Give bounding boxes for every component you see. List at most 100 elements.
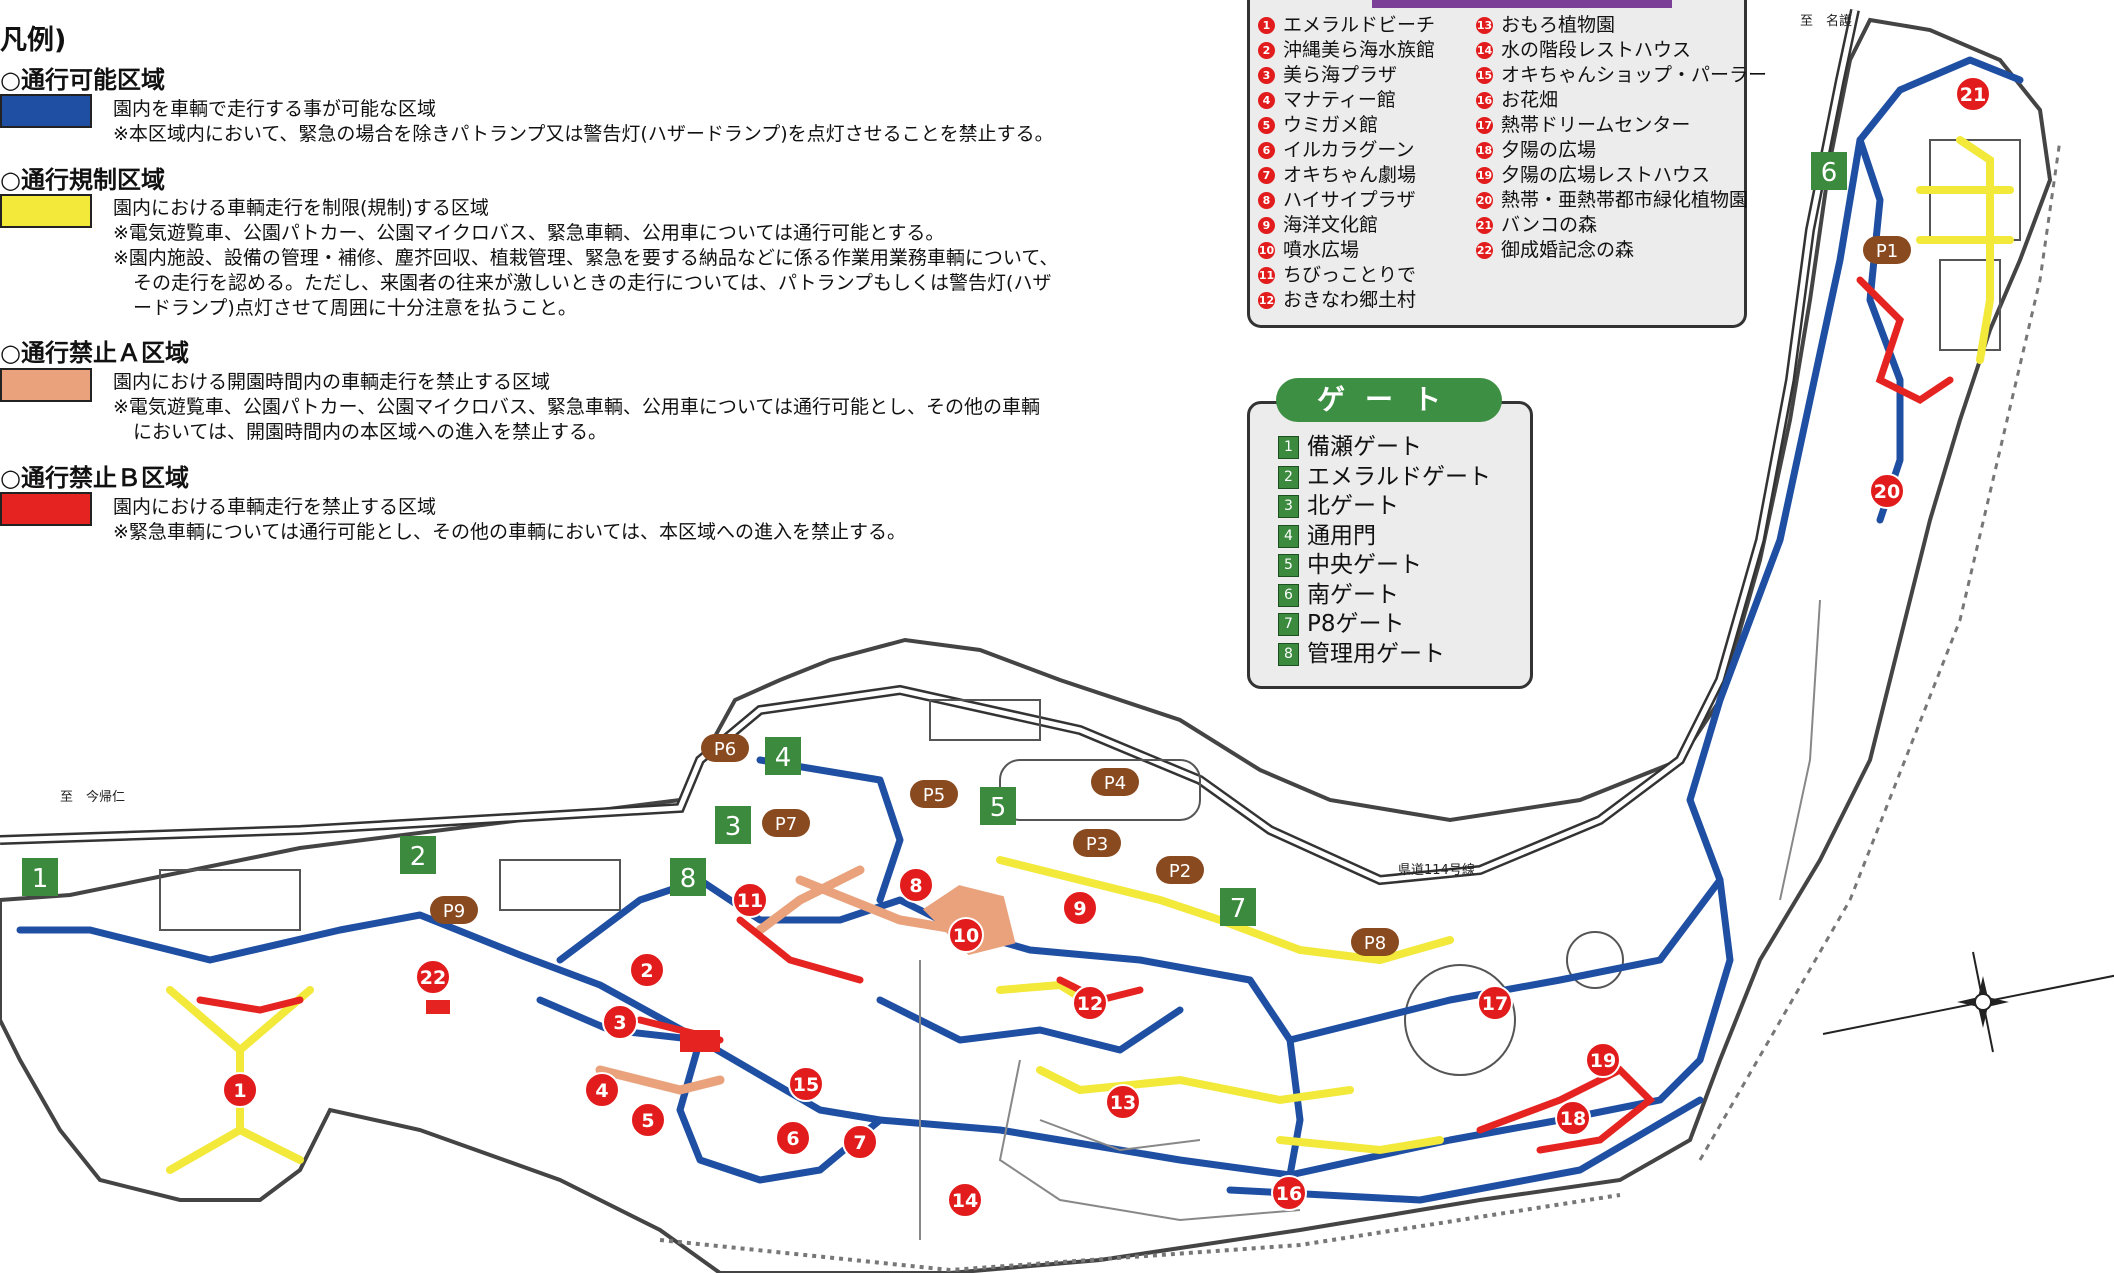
gate-marker[interactable]: 8 (670, 858, 706, 896)
gate-marker[interactable]: 4 (765, 737, 801, 775)
facility-marker[interactable]: 18 (1555, 1100, 1591, 1136)
facility-marker[interactable]: 19 (1585, 1042, 1621, 1078)
facility-marker-label: 19 (1590, 1050, 1616, 1072)
shore-hatch (659, 1193, 1621, 1273)
coastline (0, 17, 2053, 1273)
gate-marker[interactable]: 6 (1811, 152, 1847, 190)
parking-marker[interactable]: P8 (1351, 928, 1399, 956)
gate-label: 備瀬ゲート (1307, 434, 1422, 460)
facility-marker[interactable]: 2 (629, 952, 665, 988)
gate-marker[interactable]: 2 (400, 836, 436, 874)
facility-marker[interactable]: 20 (1869, 473, 1905, 509)
parking-marker[interactable]: P2 (1156, 856, 1204, 884)
parking-marker[interactable]: P3 (1073, 829, 1121, 857)
gate-marker[interactable]: 7 (1220, 888, 1256, 926)
facility-marker-label: 8 (909, 875, 922, 897)
zone-swatch-blue (0, 94, 92, 128)
zone-desc: ※電気遊覧車、公園パトカー、公園マイクロバス、緊急車輌、公用車については通行可能… (113, 396, 1040, 418)
facility-label: 海洋文化館 (1283, 214, 1379, 236)
gate-marker[interactable]: 1 (22, 858, 58, 896)
gate-label: 南ゲート (1307, 581, 1399, 608)
zone-desc: ※緊急車輌については通行可能とし、その他の車輌においては、本区域への進入を禁止す… (113, 521, 907, 543)
zone-desc: その走行を認める。ただし、来園者の往来が激しいときの走行については、パトランプも… (133, 272, 1052, 294)
parking-marker[interactable]: P6 (701, 734, 749, 762)
zone-swatch-yellow (0, 194, 92, 228)
zone-heading-prohibited-b: ○通行禁止Ｂ区域 (0, 464, 189, 492)
facility-number-badge: 4 (1258, 92, 1275, 109)
facility-marker[interactable]: 22 (415, 959, 451, 995)
facility-number-badge: 2 (1258, 42, 1275, 59)
legend-title: 凡例) (0, 25, 67, 56)
facility-marker-label: 3 (613, 1012, 626, 1034)
gate-marker[interactable]: 5 (980, 787, 1016, 825)
facility-marker[interactable]: 6 (775, 1120, 811, 1156)
facility-marker[interactable]: 9 (1062, 890, 1098, 926)
facility-number-badge: 9 (1258, 217, 1275, 234)
facility-marker[interactable]: 16 (1271, 1175, 1307, 1211)
gate-number-badge: 1 (1278, 436, 1299, 460)
facility-list-header (1372, 0, 1672, 8)
parking-marker[interactable]: P9 (430, 896, 478, 924)
zone-heading-passable: ○通行可能区域 (0, 66, 165, 94)
gate-number-badge: 7 (1278, 613, 1299, 637)
facility-marker[interactable]: 5 (630, 1102, 666, 1138)
facility-list-item: 16 お花畑 (1476, 88, 1767, 113)
gate-marker-label: 6 (1821, 158, 1838, 188)
facility-number-badge: 10 (1258, 242, 1275, 259)
gate-label: 管理用ゲート (1307, 640, 1445, 667)
facility-marker-label: 10 (953, 925, 979, 947)
facility-label: お花畑 (1501, 89, 1559, 111)
facility-marker[interactable]: 14 (947, 1182, 983, 1218)
parking-marker-label: P7 (775, 814, 797, 835)
facility-marker[interactable]: 7 (842, 1124, 878, 1160)
road-label: 県道114号線 (1398, 862, 1475, 878)
facility-marker[interactable]: 11 (732, 882, 768, 918)
gate-number-badge: 2 (1278, 465, 1299, 489)
parking-marker-label: P5 (923, 785, 945, 806)
facility-marker-label: 17 (1482, 993, 1508, 1015)
gate-marker[interactable]: 3 (715, 806, 751, 844)
parking-marker[interactable]: P4 (1091, 768, 1139, 796)
facility-number-badge: 16 (1476, 92, 1493, 109)
facility-marker[interactable]: 1 (222, 1072, 258, 1108)
gate-list-item: 1 備瀬ゲート (1278, 433, 1491, 463)
facility-marker[interactable]: 3 (602, 1004, 638, 1040)
facility-marker[interactable]: 8 (898, 867, 934, 903)
parking-marker[interactable]: P7 (762, 809, 810, 837)
parking-marker[interactable]: P5 (910, 780, 958, 808)
facility-marker[interactable]: 10 (948, 917, 984, 953)
facility-marker[interactable]: 4 (584, 1072, 620, 1108)
gate-marker-label: 4 (775, 743, 792, 773)
gate-marker-label: 1 (32, 864, 49, 894)
roads-prohibited-b (196, 276, 1954, 1154)
gate-number-badge: 6 (1278, 583, 1299, 607)
facility-marker[interactable]: 21 (1955, 76, 1991, 112)
facility-number-badge: 8 (1258, 192, 1275, 209)
parking-marker[interactable]: P1 (1863, 236, 1911, 264)
gate-number-badge: 8 (1278, 642, 1299, 666)
direction-nakijin: 至 今帰仁 (60, 789, 125, 805)
facility-marker[interactable]: 12 (1072, 985, 1108, 1021)
facility-marker[interactable]: 17 (1477, 985, 1513, 1021)
gate-markers: 1 2 3 4 5 6 7 8 (22, 152, 1847, 926)
facility-label: ちびっことりで (1283, 264, 1417, 286)
facility-label: 水の階段レストハウス (1501, 39, 1692, 61)
facility-label: オキちゃん劇場 (1283, 164, 1417, 186)
facility-number-badge: 7 (1258, 167, 1275, 184)
facility-marker[interactable]: 15 (788, 1066, 824, 1102)
facility-number-badge: 13 (1476, 17, 1493, 34)
facility-marker[interactable]: 13 (1105, 1084, 1141, 1120)
facility-number-badge: 5 (1258, 117, 1275, 134)
parking-marker-label: P3 (1086, 834, 1108, 855)
facility-marker-label: 21 (1960, 84, 1986, 106)
